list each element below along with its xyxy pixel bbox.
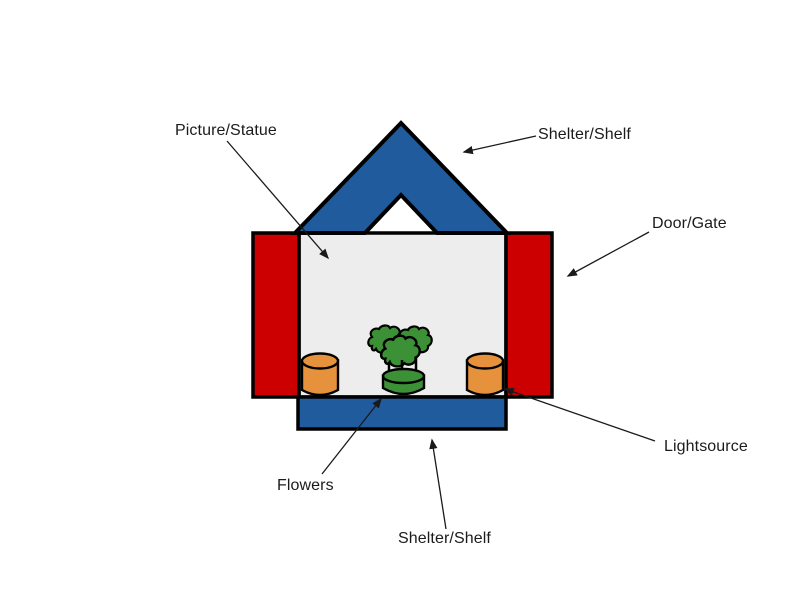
roof-shelf-shape — [290, 120, 512, 235]
arrow-shelter-shelf-top — [462, 135, 537, 155]
left-pot-top — [300, 352, 340, 370]
arrow-shelter-shelf-bottom — [429, 438, 447, 530]
right-door-shape — [504, 231, 554, 399]
flower-pot-top — [381, 367, 426, 385]
arrow-picture-statue — [226, 140, 330, 260]
label-door-gate: Door/Gate — [652, 215, 727, 232]
left-lightsource-pot — [300, 352, 340, 397]
label-shelter-shelf-bottom: Shelter/Shelf — [398, 530, 491, 547]
right-lightsource-pot — [465, 352, 505, 397]
arrow-door-gate — [566, 231, 650, 277]
bottom-shelf-shape — [296, 395, 508, 431]
arrow-lightsource — [503, 387, 656, 442]
arrow-flowers — [321, 397, 382, 475]
label-lightsource: Lightsource — [664, 438, 748, 455]
left-door-shape — [251, 231, 301, 399]
flowers-shape — [367, 324, 433, 396]
label-picture-statue: Picture/Statue — [175, 122, 277, 139]
right-pot-top — [465, 352, 505, 370]
label-flowers: Flowers — [277, 477, 334, 494]
flower-bush-front — [379, 334, 421, 368]
label-shelter-shelf-top: Shelter/Shelf — [538, 126, 631, 143]
